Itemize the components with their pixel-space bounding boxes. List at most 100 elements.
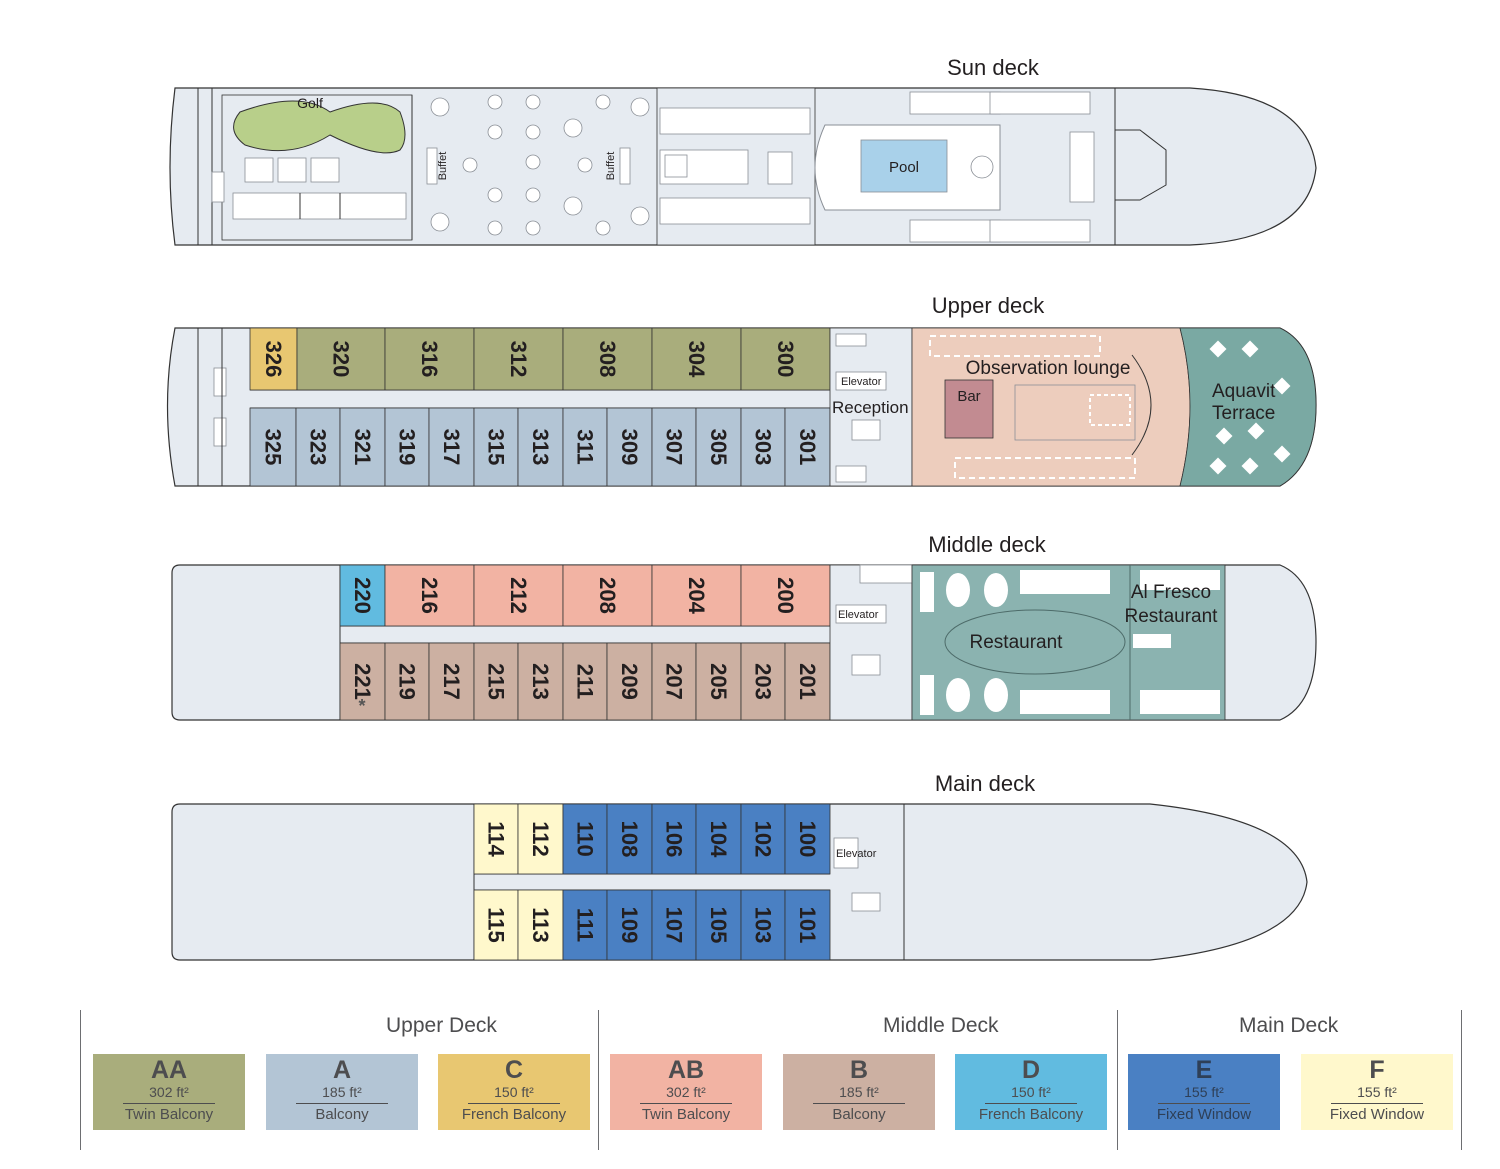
- cabin-200[interactable]: [740, 564, 831, 627]
- cabin-number: 301: [795, 429, 820, 466]
- cabin-number: 208: [595, 577, 620, 614]
- legend-code: D: [1021, 1056, 1041, 1084]
- cabin-319[interactable]: [384, 407, 430, 487]
- main-deck-title: Main deck: [935, 771, 1036, 796]
- cabin-213[interactable]: [517, 642, 564, 721]
- legend-group-title: Upper Deck: [386, 1014, 497, 1037]
- cabin-number: 106: [662, 821, 687, 858]
- pool: [860, 139, 948, 193]
- sun-deck: Sun deck Golf Buffet Buffet: [169, 55, 1317, 246]
- legend-code: C: [504, 1056, 524, 1084]
- cabin-number: 313: [528, 429, 553, 466]
- cabin-number: 211: [573, 664, 598, 700]
- cabin-106[interactable]: [651, 803, 697, 875]
- cabin-303[interactable]: [740, 407, 786, 487]
- cabin-208[interactable]: [562, 564, 653, 627]
- golf-green: [233, 100, 406, 154]
- cabin-104[interactable]: [695, 803, 742, 875]
- cabin-105[interactable]: [695, 889, 742, 961]
- legend-type: Balcony: [315, 1106, 369, 1123]
- cabin-number: 215: [484, 663, 509, 700]
- cabin-220[interactable]: [339, 564, 386, 627]
- cabin-legend: Upper Deck AA 302 ft² Twin Balcony A 185…: [80, 1010, 1462, 1150]
- cabin-312[interactable]: [473, 327, 564, 391]
- cabin-number: 213: [528, 663, 553, 700]
- reception-label: Reception: [832, 398, 909, 417]
- legend-cabin-b: B 185 ft² Balcony: [783, 1054, 935, 1130]
- cabin-109[interactable]: [606, 889, 653, 961]
- cabin-number: 311: [573, 429, 598, 465]
- cabin-number: 207: [662, 663, 687, 700]
- cabin-102[interactable]: [740, 803, 786, 875]
- cabin-114[interactable]: [473, 803, 519, 875]
- cabin-number: 103: [751, 907, 776, 944]
- cabin-number: 317: [439, 429, 464, 466]
- cabin-number: 100: [795, 821, 820, 858]
- cabin-211[interactable]: [562, 642, 608, 721]
- legend-cabin-aa: AA 302 ft² Twin Balcony: [93, 1054, 245, 1130]
- cabin-305[interactable]: [695, 407, 742, 487]
- cabin-301[interactable]: [784, 407, 831, 487]
- legend-group-title: Middle Deck: [883, 1014, 999, 1037]
- cabin-217[interactable]: [428, 642, 475, 721]
- cabin-108[interactable]: [606, 803, 653, 875]
- cabin-316[interactable]: [384, 327, 475, 391]
- cabin-number: 212: [506, 577, 531, 614]
- cabin-201[interactable]: [784, 642, 831, 721]
- legend-group-title: Main Deck: [1239, 1014, 1339, 1037]
- cabin-101[interactable]: [784, 889, 831, 961]
- cabin-number: 308: [595, 341, 620, 378]
- cabin-number: 303: [751, 429, 776, 466]
- cabin-number: 315: [484, 429, 509, 466]
- sun-deck-title: Sun deck: [947, 55, 1040, 80]
- cabin-207[interactable]: [651, 642, 697, 721]
- cabin-309[interactable]: [606, 407, 653, 487]
- cabin-113[interactable]: [517, 889, 564, 961]
- restaurant-label: Restaurant: [970, 632, 1064, 653]
- cabin-321[interactable]: [339, 407, 386, 487]
- legend-size: 302 ft²: [666, 1084, 706, 1100]
- cabin-216[interactable]: [384, 564, 475, 627]
- cabin-number: 309: [617, 429, 642, 466]
- terrace-label-1: Aquavit: [1212, 381, 1276, 402]
- cabin-number: 300: [773, 341, 798, 378]
- cabin-100[interactable]: [784, 803, 831, 875]
- cabin-107[interactable]: [651, 889, 697, 961]
- cabin-204[interactable]: [651, 564, 742, 627]
- cabin-215[interactable]: [473, 642, 519, 721]
- cabin-112[interactable]: [517, 803, 564, 875]
- cabin-300[interactable]: [740, 327, 831, 391]
- cabin-number: 201: [795, 663, 820, 700]
- cabin-221[interactable]: [339, 642, 386, 721]
- cabin-number: 110: [573, 821, 598, 857]
- cabin-number: 320: [329, 341, 354, 378]
- cabin-111[interactable]: [562, 889, 608, 961]
- legend-size: 155 ft²: [1357, 1084, 1397, 1100]
- cabin-212[interactable]: [473, 564, 564, 627]
- legend-group-main: Main Deck E 155 ft² Fixed Window F 155 f…: [1117, 1010, 1462, 1150]
- cabin-304[interactable]: [651, 327, 742, 391]
- cabin-209[interactable]: [606, 642, 653, 721]
- cabin-number: 305: [706, 429, 731, 466]
- cabin-205[interactable]: [695, 642, 742, 721]
- legend-cabin-f: F 155 ft² Fixed Window: [1301, 1054, 1453, 1130]
- cabin-110[interactable]: [562, 803, 608, 875]
- cabin-308[interactable]: [562, 327, 653, 391]
- cabin-number: 307: [662, 429, 687, 466]
- cabin-103[interactable]: [740, 889, 786, 961]
- cabin-221-star: *: [358, 696, 365, 716]
- cabin-219[interactable]: [384, 642, 430, 721]
- restaurant-tables: [920, 570, 1220, 715]
- cabin-325[interactable]: [249, 407, 297, 487]
- legend-cabin-d: D 150 ft² French Balcony: [955, 1054, 1107, 1130]
- cabin-320[interactable]: [296, 327, 386, 391]
- cabin-number: 217: [439, 663, 464, 700]
- cabin-323[interactable]: [295, 407, 341, 487]
- cabin-326[interactable]: [249, 327, 298, 391]
- cabin-number: 114: [484, 821, 509, 857]
- cabin-number: 221: [350, 663, 375, 700]
- cabin-313[interactable]: [517, 407, 564, 487]
- legend-size: 155 ft²: [1184, 1084, 1224, 1100]
